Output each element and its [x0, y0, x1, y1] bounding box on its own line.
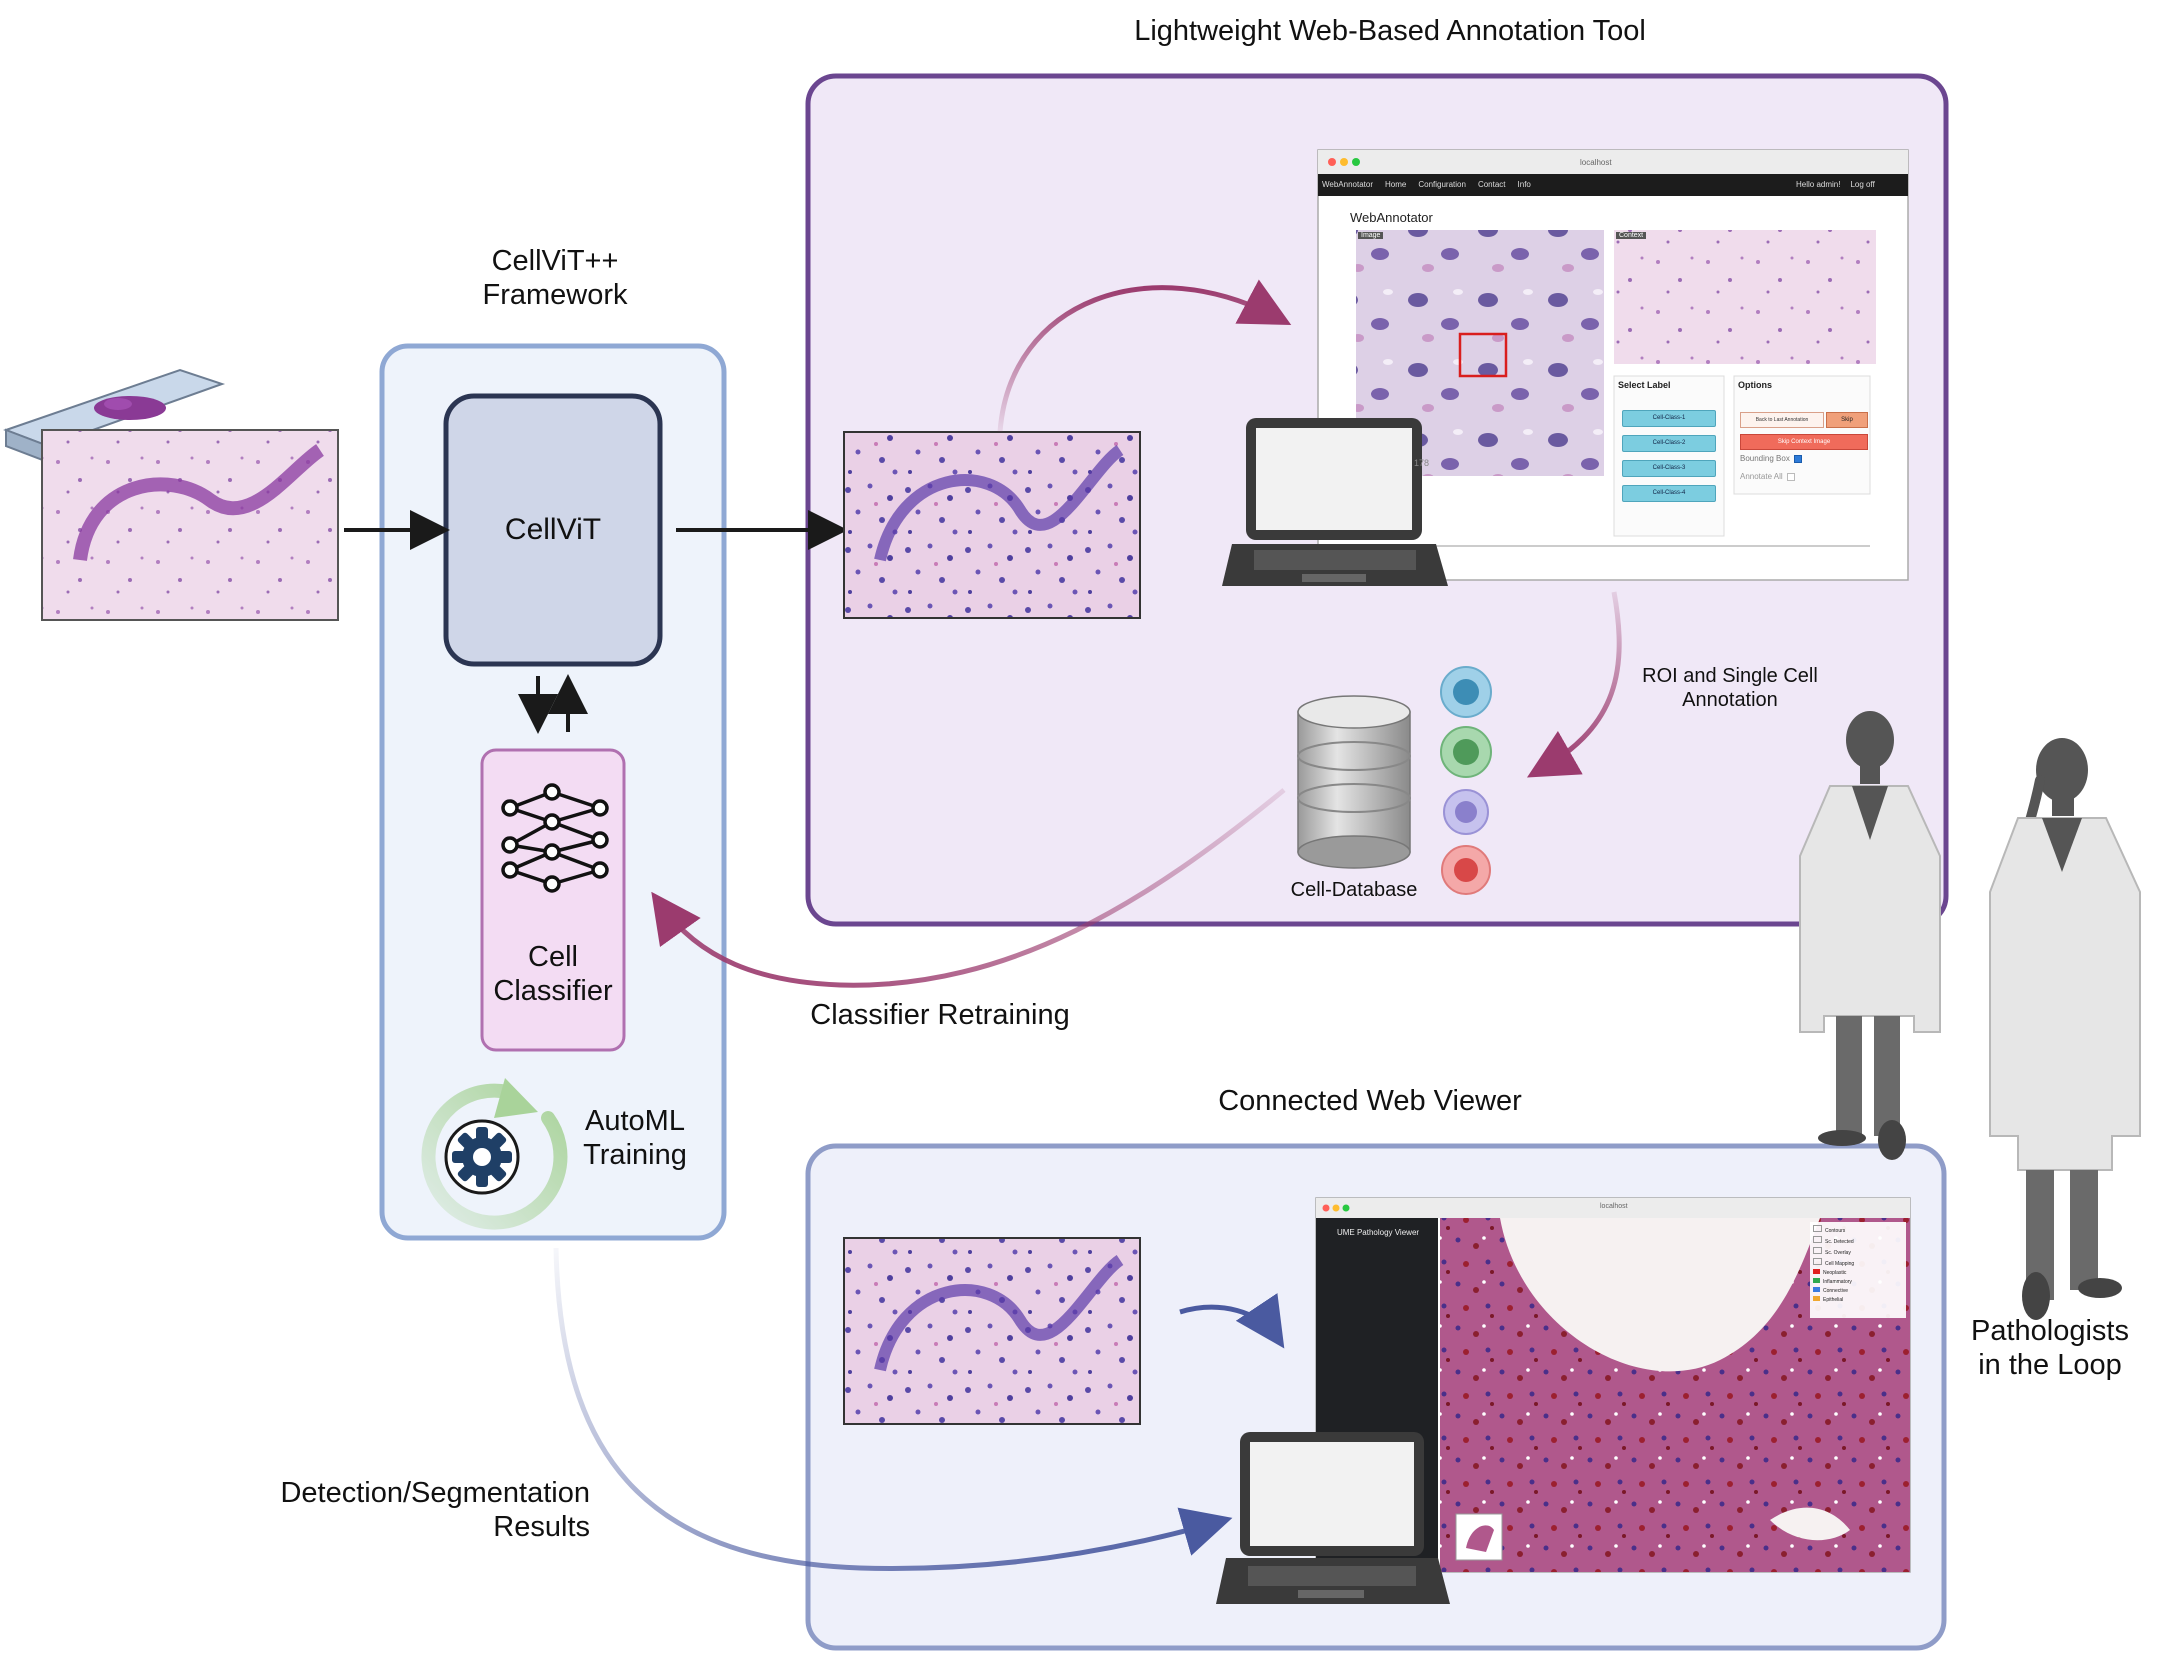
legend-item[interactable]: Sc. Overlay: [1813, 1247, 1903, 1258]
legend-item[interactable]: Contours: [1813, 1225, 1903, 1236]
neural-network-icon: [501, 783, 609, 893]
nav-item-home[interactable]: Home: [1385, 180, 1407, 189]
label-button[interactable]: Cell-Class-2: [1622, 435, 1716, 452]
pathologists-label: Pathologists in the Loop: [1971, 1315, 2129, 1381]
skip-button[interactable]: Skip: [1826, 412, 1868, 428]
tile-image-viewer: [843, 1237, 1141, 1425]
pathologist-male-figure: [1799, 711, 1941, 1160]
nav-item-configuration[interactable]: Configuration: [1418, 180, 1466, 189]
bounding-box-checkbox[interactable]: [1793, 454, 1802, 463]
bounding-box-option: Bounding Box: [1740, 454, 1802, 463]
nav-item-info[interactable]: Info: [1517, 180, 1531, 189]
label-button[interactable]: Cell-Class-3: [1622, 460, 1716, 477]
annotate-all-checkbox[interactable]: [1786, 472, 1795, 481]
legend-item[interactable]: Cell Mapping: [1813, 1258, 1903, 1269]
database-icon: [1297, 695, 1411, 869]
arrow-roi-annotation: [1526, 591, 1622, 778]
detection-results-label: Detection/Segmentation Results: [280, 1477, 590, 1543]
user-greeting: Hello admin!: [1796, 180, 1841, 189]
arrow-tile-to-viewer: [1179, 1293, 1285, 1349]
arrow-classifier-retraining: [651, 788, 1286, 988]
cell-database-label: Cell-Database: [1290, 879, 1418, 901]
annotate-all-option: Annotate All: [1740, 472, 1795, 481]
web-viewer-title: Connected Web Viewer: [1218, 1085, 1522, 1117]
options-heading: Options: [1738, 380, 1772, 390]
glass-slide-icon: [3, 368, 226, 464]
viewer-app-title: UME Pathology Viewer: [1336, 1228, 1420, 1237]
back-to-last-annotation-button[interactable]: Back to Last Annotation: [1740, 412, 1824, 428]
context-panel-tag: Context: [1616, 232, 1647, 239]
skip-context-image-button[interactable]: Skip Context Image: [1740, 434, 1868, 450]
annotator-address-bar[interactable]: localhost: [1580, 158, 1612, 167]
arrow-tile-to-annotator: [997, 279, 1292, 433]
classifier-retraining-label: Classifier Retraining: [810, 999, 1070, 1031]
label-button-list: Cell-Class-1 Cell-Class-2 Cell-Class-3 C…: [1622, 410, 1716, 510]
nav-item-brand[interactable]: WebAnnotator: [1322, 180, 1373, 189]
logout-link[interactable]: Log off: [1850, 180, 1875, 189]
label-button[interactable]: Cell-Class-1: [1622, 410, 1716, 427]
automl-icon: [421, 1078, 568, 1230]
annotator-user-area: Hello admin! Log off: [1796, 180, 1875, 189]
bounding-box-label: Bounding Box: [1740, 454, 1790, 463]
annotator-app-title: WebAnnotator: [1350, 210, 1433, 225]
legend-item[interactable]: Connective: [1813, 1287, 1903, 1296]
roi-annotation-label: ROI and Single Cell Annotation: [1642, 665, 1818, 711]
annotate-all-label: Annotate All: [1740, 472, 1783, 481]
label-button[interactable]: Cell-Class-4: [1622, 485, 1716, 502]
legend-item[interactable]: Inflammatory: [1813, 1278, 1903, 1287]
legend-item[interactable]: Neoplastic: [1813, 1269, 1903, 1278]
cell-classifier-label: Cell Classifier: [493, 941, 613, 1007]
viewer-layer-legend: Contours Sc. Detected Sc. Overlay Cell M…: [1813, 1225, 1903, 1305]
laptop-icon-viewer: [1216, 1432, 1450, 1604]
arrow-detection-results: [553, 1247, 1233, 1571]
annotation-counter: 178: [1414, 458, 1430, 468]
cellvit-label: CellViT: [504, 513, 602, 546]
pathologist-female-figure: [1989, 738, 2141, 1320]
nav-item-contact[interactable]: Contact: [1477, 180, 1506, 189]
laptop-icon-annotation: [1222, 418, 1448, 586]
annotator-navbar: WebAnnotator Home Configuration Contact …: [1322, 180, 1642, 189]
select-label-heading: Select Label: [1618, 380, 1671, 390]
automl-label: AutoML Training: [583, 1105, 687, 1171]
image-panel-tag: Image: [1358, 232, 1384, 239]
annotation-tool-title: Lightweight Web-Based Annotation Tool: [1134, 15, 1646, 47]
cell-classifier-block: [480, 748, 626, 1052]
cell-type-icons: [1440, 666, 1492, 895]
framework-title: CellViT++ Framework: [482, 245, 628, 311]
legend-item[interactable]: Sc. Detected: [1813, 1236, 1903, 1247]
legend-item[interactable]: Epithelial: [1813, 1296, 1903, 1305]
viewer-address-bar[interactable]: localhost: [1600, 1203, 1628, 1210]
